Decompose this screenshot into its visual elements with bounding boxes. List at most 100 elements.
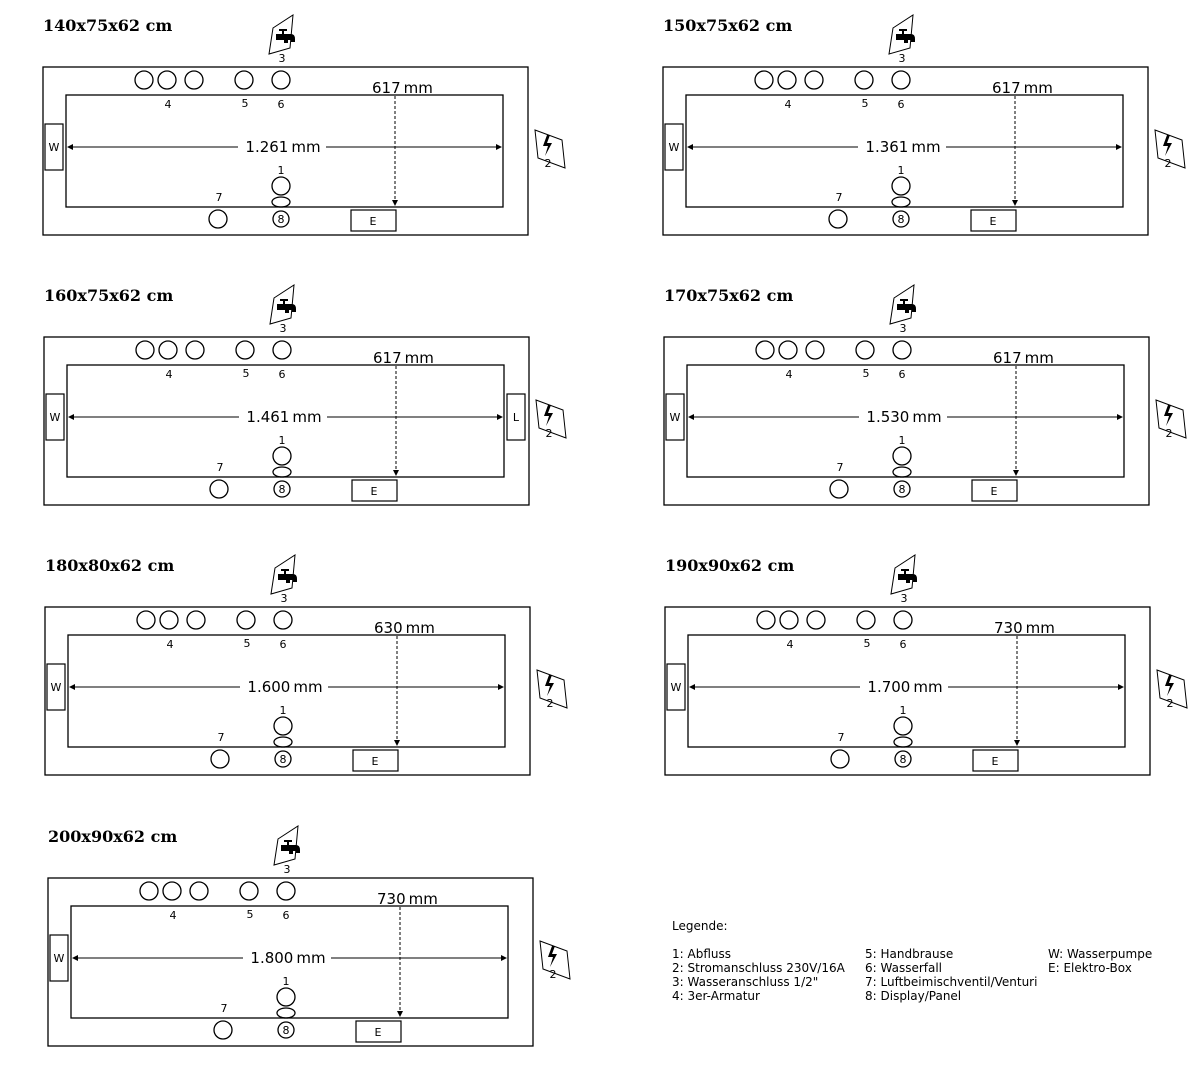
- length-unit: mm: [296, 949, 325, 967]
- legend-item: 1: Abfluss: [672, 947, 731, 961]
- depth-unit: mm: [1024, 79, 1053, 97]
- fitting-circle: [271, 70, 291, 90]
- arrow-head: [393, 470, 399, 476]
- fitting-circle: [276, 881, 296, 901]
- display-circle: [893, 480, 911, 498]
- power-outlet-icon: [535, 399, 567, 439]
- arrow-head: [392, 200, 398, 206]
- drain-circle: [276, 987, 296, 1007]
- fitting-circle: [184, 70, 204, 90]
- label-hand-shower: 5: [862, 97, 869, 110]
- tap-glyph: [898, 569, 917, 583]
- display-circle: [277, 1021, 295, 1039]
- label-waterfall: 6: [278, 98, 285, 111]
- label-waterfall: 6: [283, 909, 290, 922]
- outer-frame: [663, 336, 1150, 506]
- power-sign: [1156, 669, 1188, 709]
- label-power: 2: [545, 157, 552, 170]
- label-display: 8: [898, 213, 905, 226]
- legend-item: E: Elektro-Box: [1048, 961, 1132, 975]
- label-pump: W: [671, 681, 682, 694]
- diagram-title: 200x90x62 cm: [48, 827, 177, 846]
- power-sign: [539, 940, 571, 980]
- label-display: 8: [278, 213, 285, 226]
- label-hand-shower: 5: [864, 637, 871, 650]
- lightning-glyph: [545, 675, 554, 696]
- diagram-title: 190x90x62 cm: [665, 556, 794, 575]
- label-hand-shower: 5: [863, 367, 870, 380]
- outer-frame: [47, 877, 534, 1047]
- fitting-circle: [135, 340, 155, 360]
- label-faucet: 4: [166, 368, 173, 381]
- label-water: 3: [899, 52, 906, 65]
- fitting-circle: [239, 881, 259, 901]
- tap-glyph: [897, 299, 916, 313]
- drain-circle: [273, 716, 293, 736]
- label-water: 3: [284, 863, 291, 876]
- fitting-circle: [139, 881, 159, 901]
- power-outlet-icon: [534, 129, 566, 169]
- label-power: 2: [1165, 157, 1172, 170]
- arrow-head: [1014, 740, 1020, 746]
- arrow-head: [394, 740, 400, 746]
- label-drain: 1: [283, 975, 290, 988]
- power-outlet-icon: [1154, 129, 1186, 169]
- diagram-title: 140x75x62 cm: [43, 16, 172, 35]
- label-faucet: 4: [167, 638, 174, 651]
- length-unit: mm: [911, 138, 940, 156]
- label-pump: W: [669, 141, 680, 154]
- diagram-title: 160x75x62 cm: [44, 286, 173, 305]
- fitting-circle: [185, 340, 205, 360]
- power-sign: [1154, 129, 1186, 169]
- label-water: 3: [281, 592, 288, 605]
- lightning-glyph: [544, 405, 553, 426]
- label-faucet: 4: [785, 98, 792, 111]
- fitting-circle: [273, 610, 293, 630]
- label-waterfall: 6: [279, 368, 286, 381]
- water-pump-box: [665, 393, 685, 441]
- label-water: 3: [279, 52, 286, 65]
- outer-frame: [44, 606, 531, 776]
- legend-item: 8: Display/Panel: [865, 989, 961, 1003]
- label-drain: 1: [280, 704, 287, 717]
- outer-frame: [43, 336, 530, 506]
- fitting-circle: [855, 340, 875, 360]
- label-water: 3: [900, 322, 907, 335]
- label-ebox: E: [375, 1026, 382, 1039]
- label-drain: 1: [278, 164, 285, 177]
- water-pump-box: [46, 663, 66, 711]
- outer-frame: [664, 606, 1151, 776]
- label-venturi: 7: [217, 461, 224, 474]
- arrow-head: [397, 1011, 403, 1017]
- drain-ellipse: [893, 736, 913, 748]
- fitting-circle: [236, 610, 256, 630]
- label-display: 8: [283, 1024, 290, 1037]
- depth-value: 730: [377, 890, 406, 908]
- fitting-circle: [856, 610, 876, 630]
- lightning-glyph: [543, 135, 552, 156]
- depth-unit: mm: [405, 349, 434, 367]
- display-circle: [272, 210, 290, 228]
- tap-glyph: [276, 29, 295, 43]
- display-circle: [892, 210, 910, 228]
- power-sign: [536, 669, 568, 709]
- drain-circle: [271, 176, 291, 196]
- lightning-glyph: [1164, 405, 1173, 426]
- fitting-circle: [159, 610, 179, 630]
- fitting-circle: [162, 881, 182, 901]
- water-pump-box: [49, 934, 69, 982]
- label-water: 3: [280, 322, 287, 335]
- lightning-glyph: [1163, 135, 1172, 156]
- fitting-circle: [189, 881, 209, 901]
- label-venturi: 7: [838, 731, 845, 744]
- power-outlet-icon: [1156, 669, 1188, 709]
- drain-circle: [891, 176, 911, 196]
- label-display: 8: [899, 483, 906, 496]
- display-circle: [274, 750, 292, 768]
